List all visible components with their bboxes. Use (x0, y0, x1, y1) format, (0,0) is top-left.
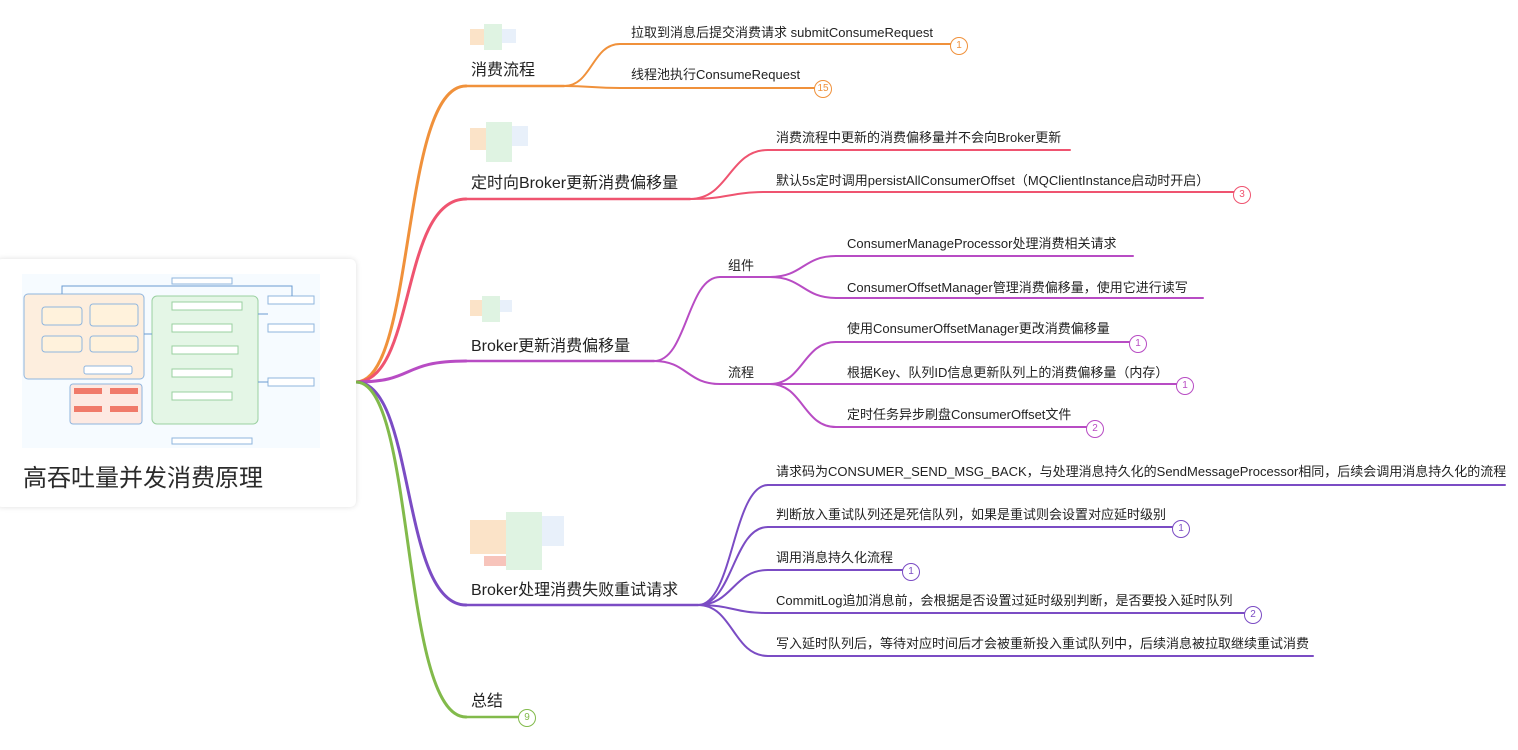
branch-label[interactable]: Broker处理消费失败重试请求 (471, 582, 679, 599)
branch-leaf-connector (769, 383, 837, 428)
count-badge[interactable]: 3 (1233, 186, 1251, 204)
leaf-label[interactable]: 使用ConsumerOffsetManager更改消费偏移量 (847, 321, 1110, 336)
branch-image-thumbnail (470, 296, 512, 322)
root-diagram-thumbnail (22, 274, 320, 448)
branch-leaf-connector (689, 149, 769, 200)
leaf-label[interactable]: 消费流程中更新的消费偏移量并不会向Broker更新 (776, 130, 1062, 145)
branch-image-thumbnail (470, 122, 528, 162)
branch-leaf-connector (697, 604, 769, 657)
root-branch-connector (354, 84, 468, 384)
leaf-label[interactable]: 请求码为CONSUMER_SEND_MSG_BACK，与处理消息持久化的Send… (776, 464, 1507, 479)
count-badge[interactable]: 1 (1176, 377, 1194, 395)
leaf-label[interactable]: 调用消息持久化流程 (776, 550, 894, 565)
root-branch-connector (354, 380, 468, 607)
root-branch-connector (354, 380, 468, 719)
leaf-label[interactable]: CommitLog追加消息前，会根据是否设置过延时级别判断，是否要投入延时队列 (776, 593, 1233, 608)
count-badge[interactable]: 9 (518, 709, 536, 727)
branch-leaf-connector (563, 85, 621, 89)
count-badge[interactable]: 1 (1129, 335, 1147, 353)
root-title: 高吞吐量并发消费原理 (23, 465, 263, 492)
branch-leaf-connector (769, 276, 837, 299)
count-badge[interactable]: 1 (1172, 520, 1190, 538)
branch-leaf-connector (653, 360, 721, 385)
count-badge[interactable]: 2 (1086, 420, 1104, 438)
group-label-components[interactable]: 组件 (728, 258, 755, 273)
branch-leaf-connector (769, 255, 837, 278)
count-badge[interactable]: 1 (950, 37, 968, 55)
leaf-label[interactable]: 判断放入重试队列还是死信队列，如果是重试则会设置对应延时级别 (776, 507, 1167, 522)
branch-image-thumbnail (470, 24, 516, 50)
branch-leaf-connector (563, 43, 621, 87)
root-branch-connector (354, 197, 468, 384)
branch-leaf-connector (689, 191, 769, 200)
branch-label[interactable]: 消费流程 (471, 62, 536, 79)
leaf-label[interactable]: 根据Key、队列ID信息更新队列上的消费偏移量（内存） (847, 365, 1169, 380)
root-branch-connector (354, 359, 468, 384)
leaf-label[interactable]: 默认5s定时调用persistAllConsumerOffset（MQClien… (776, 173, 1210, 188)
branch-leaf-connector (697, 484, 769, 606)
branch-label[interactable]: 总结 (471, 693, 504, 710)
leaf-label[interactable]: ConsumerOffsetManager管理消费偏移量，使用它进行读写 (847, 280, 1188, 295)
leaf-label[interactable]: 拉取到消息后提交消费请求 submitConsumeRequest (631, 25, 933, 40)
branch-label[interactable]: 定时向Broker更新消费偏移量 (471, 175, 679, 192)
count-badge[interactable]: 1 (902, 563, 920, 581)
group-label-process[interactable]: 流程 (728, 365, 755, 380)
branch-image-thumbnail (470, 512, 564, 570)
leaf-label[interactable]: 线程池执行ConsumeRequest (631, 67, 801, 82)
branch-leaf-connector (653, 276, 721, 362)
leaf-label[interactable]: ConsumerManageProcessor处理消费相关请求 (847, 236, 1117, 251)
count-badge[interactable]: 15 (814, 80, 832, 98)
count-badge[interactable]: 2 (1244, 606, 1262, 624)
branch-leaf-connector (697, 526, 769, 606)
leaf-label[interactable]: 写入延时队列后，等待对应时间后才会被重新投入重试队列中，后续消息被拉取继续重试消… (776, 636, 1310, 651)
leaf-label[interactable]: 定时任务异步刷盘ConsumerOffset文件 (847, 407, 1072, 422)
branch-leaf-connector (769, 341, 837, 385)
branch-leaf-connector (697, 569, 769, 606)
branch-label[interactable]: Broker更新消费偏移量 (471, 338, 631, 355)
